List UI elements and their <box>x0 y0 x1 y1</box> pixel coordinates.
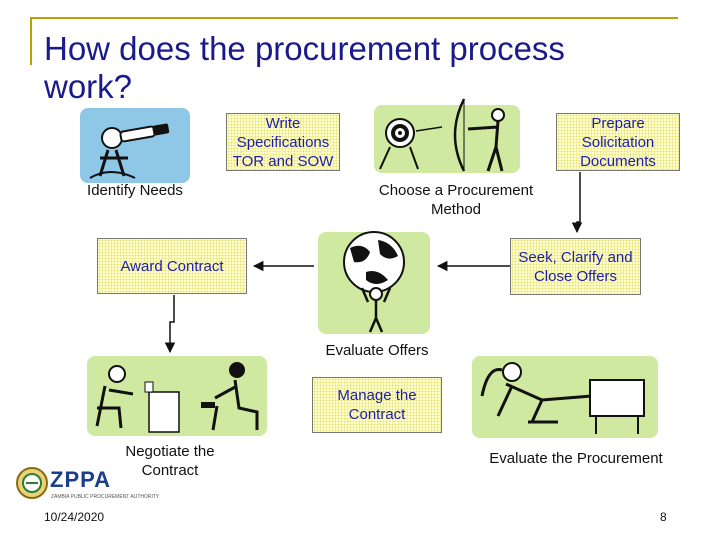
prepare-solicitation-box: Prepare Solicitation Documents <box>556 113 680 171</box>
title-frame-top <box>30 17 678 19</box>
zppa-logo-text: ZPPA <box>50 467 112 492</box>
seek-offers-box: Seek, Clarify and Close Offers <box>510 238 641 295</box>
manage-contract-box: Manage the Contract <box>312 377 442 433</box>
award-contract-box: Award Contract <box>97 238 247 294</box>
award-contract-text: Award Contract <box>120 257 224 275</box>
manage-contract-text: Manage the Contract <box>337 387 417 423</box>
evaluate-procurement-picture <box>472 356 658 438</box>
slide-date: 10/24/2020 <box>44 510 105 524</box>
zppa-logo-tagline: ZAMBIA PUBLIC PROCUREMENT AUTHORITY <box>51 494 160 500</box>
arrow-to-negotiate <box>164 295 176 354</box>
identify-needs-label: Identify Needs <box>87 182 183 199</box>
evaluate-offers-label: Evaluate Offers <box>325 342 429 359</box>
archer-target-picture <box>372 95 522 175</box>
seek-offers-text: Seek, Clarify and Close Offers <box>518 248 633 285</box>
slide-page-number: 8 <box>660 510 667 524</box>
globe-picture <box>318 228 430 334</box>
negotiate-picture <box>87 356 267 436</box>
zppa-emblem-icon <box>16 467 48 499</box>
zppa-logo: ZPPA ZAMBIA PUBLIC PROCUREMENT AUTHORITY <box>16 463 159 503</box>
write-specifications-box: Write Specifications TOR and SOW <box>226 113 340 171</box>
identify-needs-picture <box>80 108 190 183</box>
negotiate-contract-label: Negotiate the Contract <box>125 443 215 479</box>
choose-method-label: Choose a Procurement Method <box>378 182 534 218</box>
arrow-to-choose-method <box>571 172 583 234</box>
evaluate-procurement-label: Evaluate the Procurement <box>489 450 663 467</box>
write-specifications-text: Write Specifications TOR and SOW <box>232 114 334 170</box>
title-frame-left <box>30 17 32 65</box>
page-title: How does the procurement process work? <box>44 30 565 105</box>
prepare-solicitation-text: Prepare Solicitation Documents <box>580 114 656 170</box>
